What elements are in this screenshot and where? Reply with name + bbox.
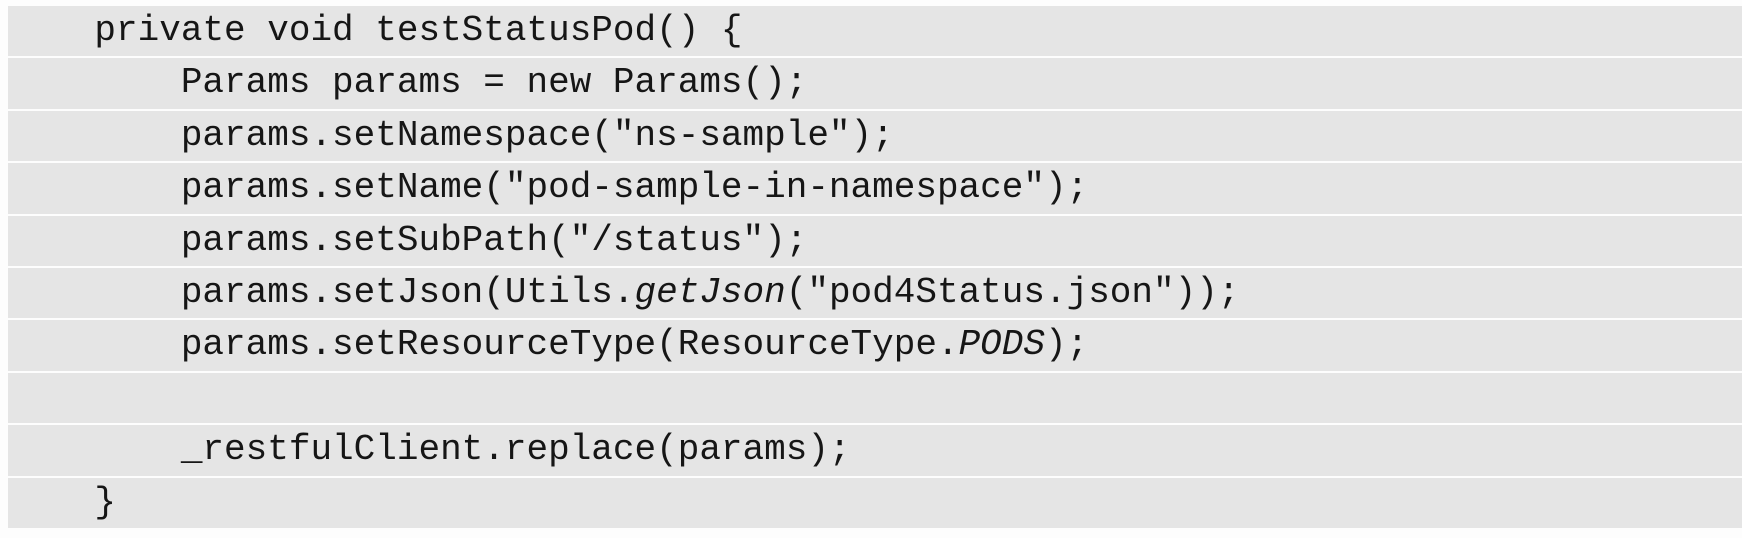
code-line-text: Params params = new Params(); xyxy=(8,58,1742,108)
code-line: Params params = new Params(); xyxy=(8,58,1742,109)
code-token: params.setName("pod-sample-in-namespace"… xyxy=(180,167,1089,209)
code-line-text: params.setNamespace("ns-sample"); xyxy=(8,111,1742,161)
code-token: params.setJson(Utils. xyxy=(180,271,635,313)
code-line-text: params.setJson(Utils.getJson("pod4Status… xyxy=(8,268,1742,318)
code-line: _restfulClient.replace(params); xyxy=(8,425,1742,476)
code-line-text: params.setName("pod-sample-in-namespace"… xyxy=(8,163,1742,213)
code-line: params.setJson(Utils.getJson("pod4Status… xyxy=(8,267,1742,319)
code-line: params.setSubPath("/status"); xyxy=(8,215,1742,266)
code-line: params.setResourceType(ResourceType.PODS… xyxy=(8,320,1742,371)
code-token: } xyxy=(94,481,117,523)
code-snippet: private void testStatusPod() { Params pa… xyxy=(8,6,1742,530)
code-token: Params params = new Params(); xyxy=(180,62,808,104)
code-line: private void testStatusPod() { xyxy=(8,6,1742,57)
code-line: params.setName("pod-sample-in-namespace"… xyxy=(8,163,1742,214)
code-token: _restfulClient.replace(params); xyxy=(180,429,851,471)
code-token: params.setSubPath("/status"); xyxy=(180,219,808,261)
code-line-text: params.setResourceType(ResourceType.PODS… xyxy=(8,320,1742,370)
static-member-token: PODS xyxy=(958,324,1045,366)
code-line-text: } xyxy=(8,478,1742,528)
code-line-text: params.setSubPath("/status"); xyxy=(8,216,1742,266)
code-token: params.setNamespace("ns-sample"); xyxy=(180,114,894,156)
code-token: private void testStatusPod() { xyxy=(94,10,743,51)
code-token: ("pod4Status.json")); xyxy=(785,271,1240,313)
code-line: params.setNamespace("ns-sample"); xyxy=(8,110,1742,162)
code-line-text: private void testStatusPod() { xyxy=(8,6,1742,56)
code-token: ); xyxy=(1044,324,1089,366)
code-line: } xyxy=(8,477,1742,528)
code-token: params.setResourceType(ResourceType. xyxy=(180,324,959,366)
code-line-text: _restfulClient.replace(params); xyxy=(8,425,1742,475)
static-member-token: getJson xyxy=(634,271,786,313)
code-line xyxy=(8,372,1742,424)
